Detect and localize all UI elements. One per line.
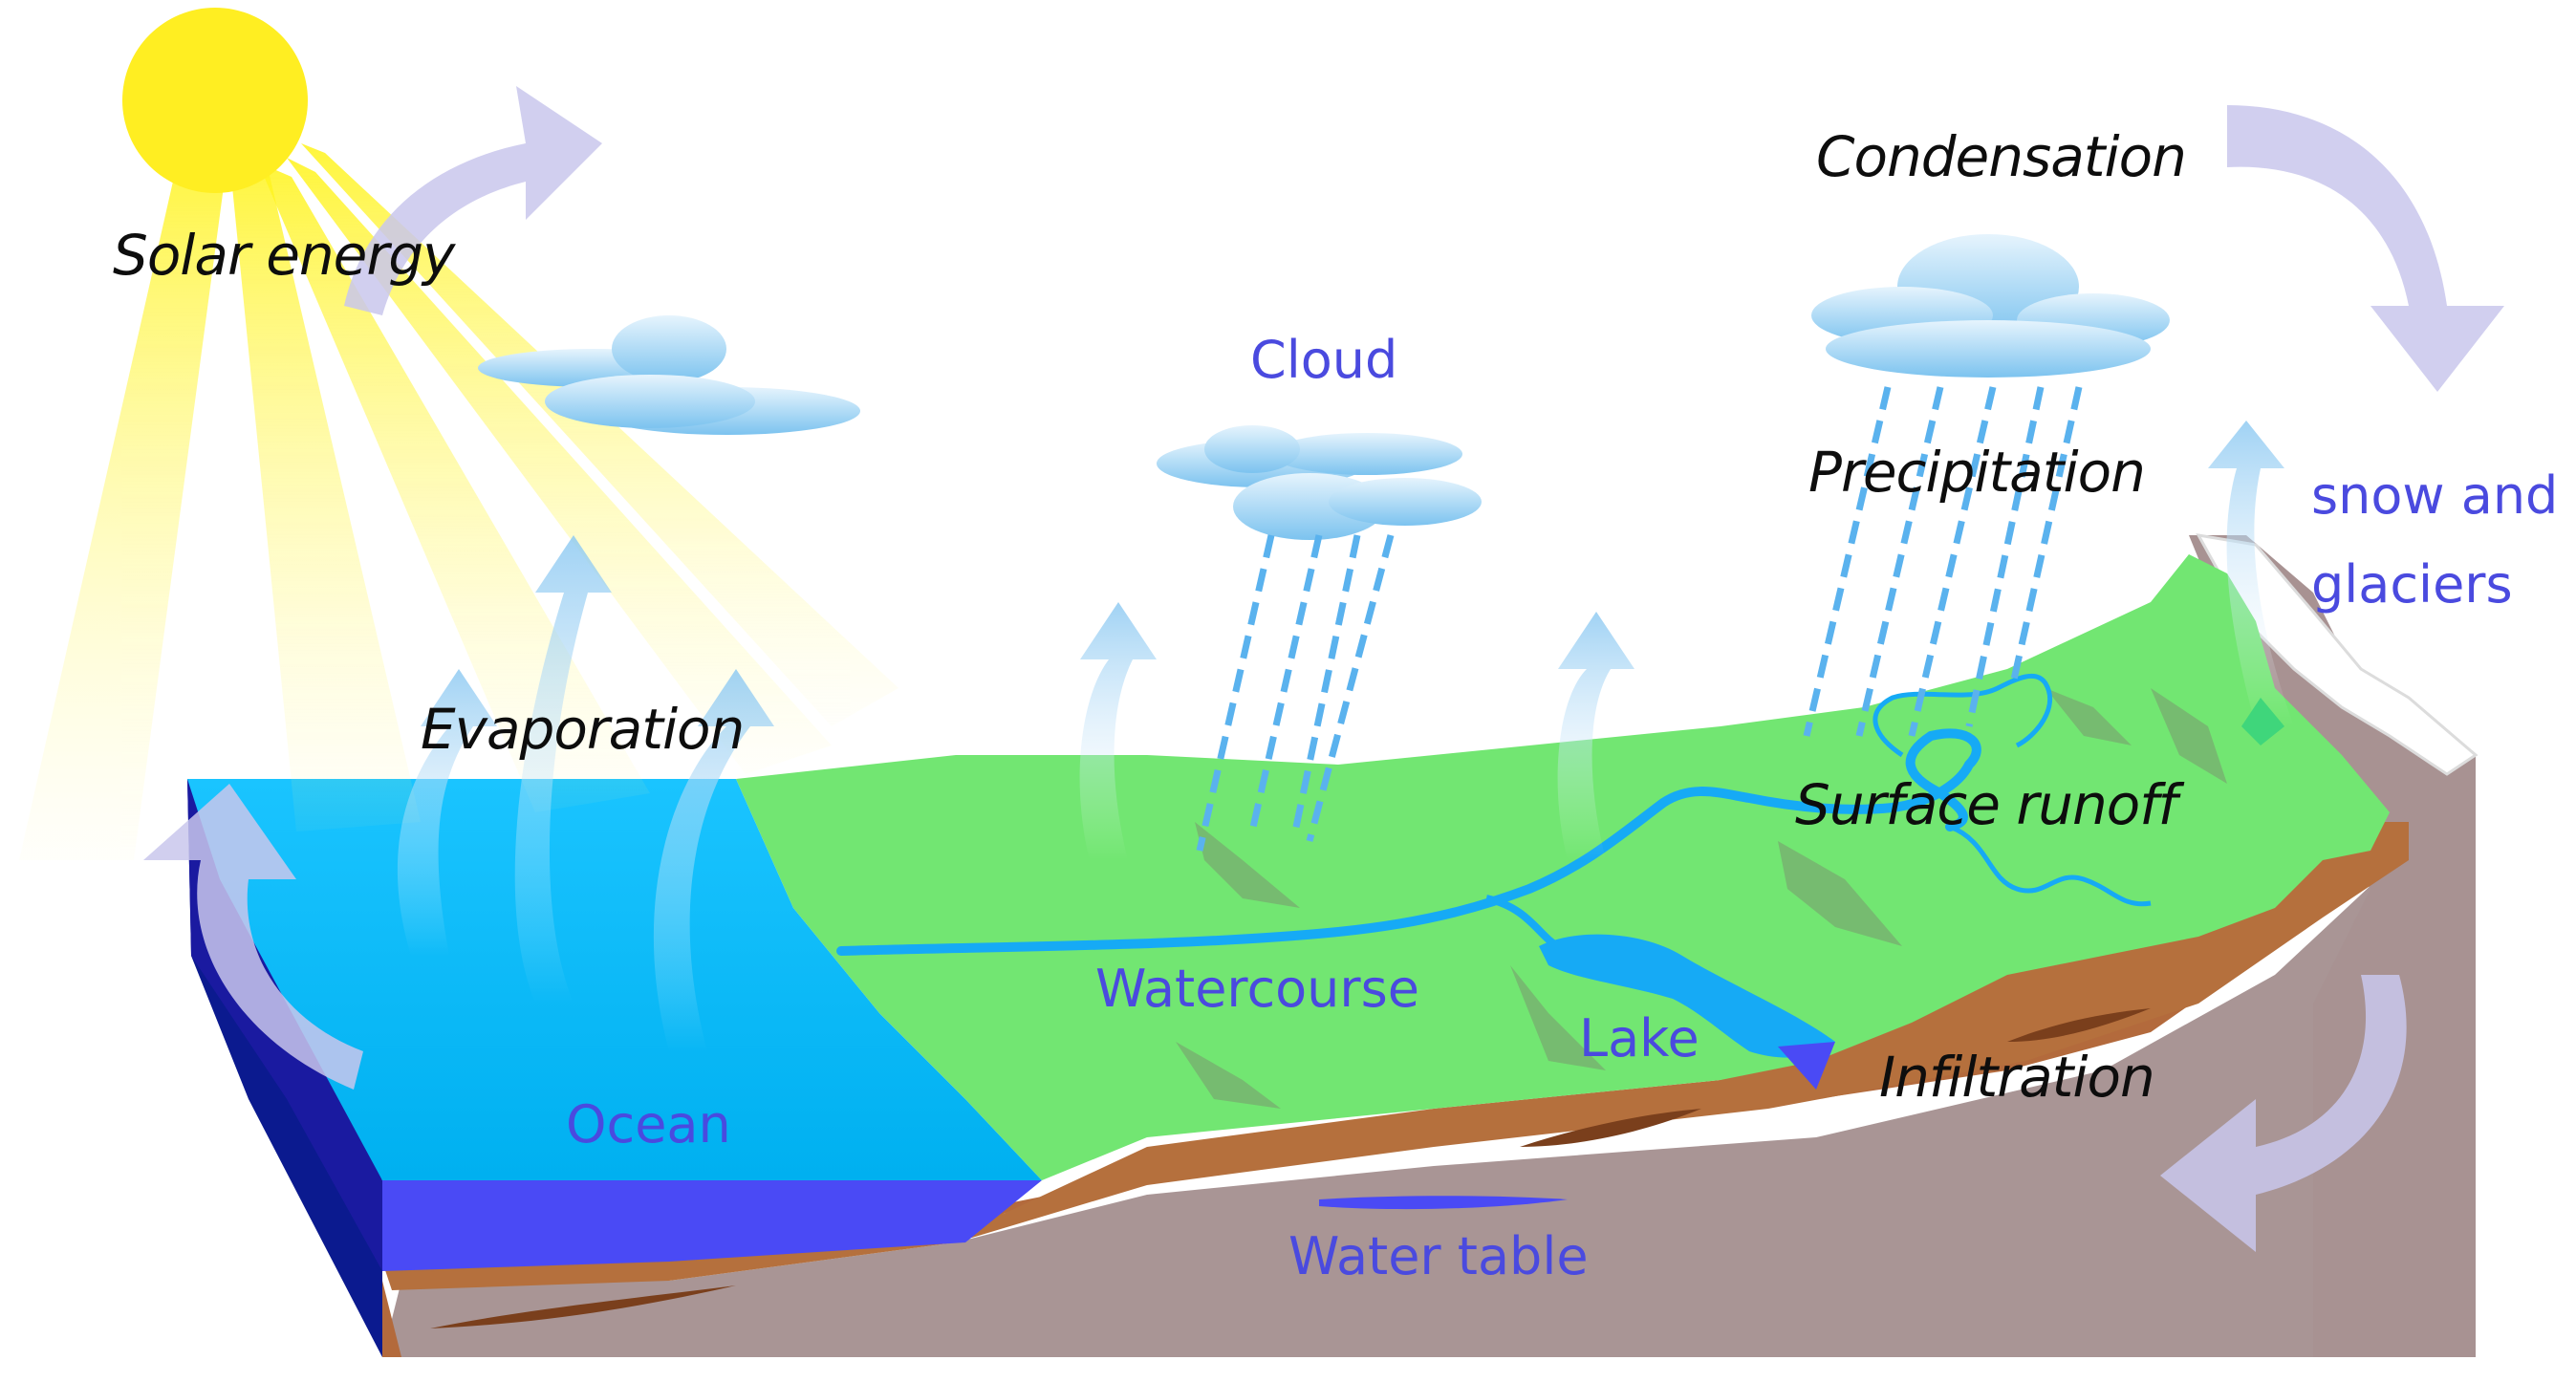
soil-streak xyxy=(430,1285,736,1328)
sun xyxy=(122,8,308,193)
land-shadow xyxy=(2151,688,2227,784)
label-ocean: Ocean xyxy=(566,1094,731,1155)
label-surface-runoff: Surface runoff xyxy=(1795,772,2177,837)
sun-rays xyxy=(19,143,898,860)
label-cloud: Cloud xyxy=(1250,330,1398,390)
river-upper xyxy=(1872,673,2053,758)
label-precipitation: Precipitation xyxy=(1808,440,2146,505)
label-infiltration: Infiltration xyxy=(1879,1045,2155,1110)
rain-right xyxy=(1803,386,2083,737)
lake xyxy=(1539,934,1835,1058)
land-shadow xyxy=(1176,1042,1281,1109)
land-shadow xyxy=(1510,965,1606,1070)
bedrock-layer xyxy=(382,755,2476,1357)
soil-streak xyxy=(2007,1008,2151,1042)
cloud-middle xyxy=(1157,425,1482,540)
land-shadow xyxy=(1195,822,1300,908)
label-glaciers: glaciers xyxy=(2311,554,2513,615)
watercourse xyxy=(836,728,1981,956)
meltwater-drop xyxy=(2241,698,2284,745)
label-watercourse: Watercourse xyxy=(1095,959,1419,1019)
label-condensation: Condensation xyxy=(1816,124,2187,189)
label-water-table: Water table xyxy=(1288,1226,1589,1286)
cycle-arrows xyxy=(143,86,2504,1252)
cloud-right xyxy=(1811,234,2170,378)
rain-middle xyxy=(1196,534,1395,852)
land-shadow xyxy=(1778,841,1902,946)
label-evaporation: Evaporation xyxy=(421,697,745,762)
river-meander xyxy=(1949,824,2152,907)
land-shadow xyxy=(2046,688,2132,745)
lake-deep xyxy=(1778,1042,1835,1090)
land-surface xyxy=(736,554,2390,1180)
water-table xyxy=(1319,1196,1568,1210)
soil-streak xyxy=(1520,1109,1701,1147)
label-lake: Lake xyxy=(1579,1008,1699,1069)
cloud-left xyxy=(478,315,860,435)
river-branch xyxy=(1485,895,1561,950)
soil-band xyxy=(382,765,2409,1290)
evaporation-arrows xyxy=(397,421,2294,1051)
snow-cap xyxy=(2196,533,2479,776)
ocean-deep-layer xyxy=(382,1180,1042,1271)
label-solar-energy: Solar energy xyxy=(113,223,455,288)
label-snow-and: snow and xyxy=(2311,465,2559,526)
